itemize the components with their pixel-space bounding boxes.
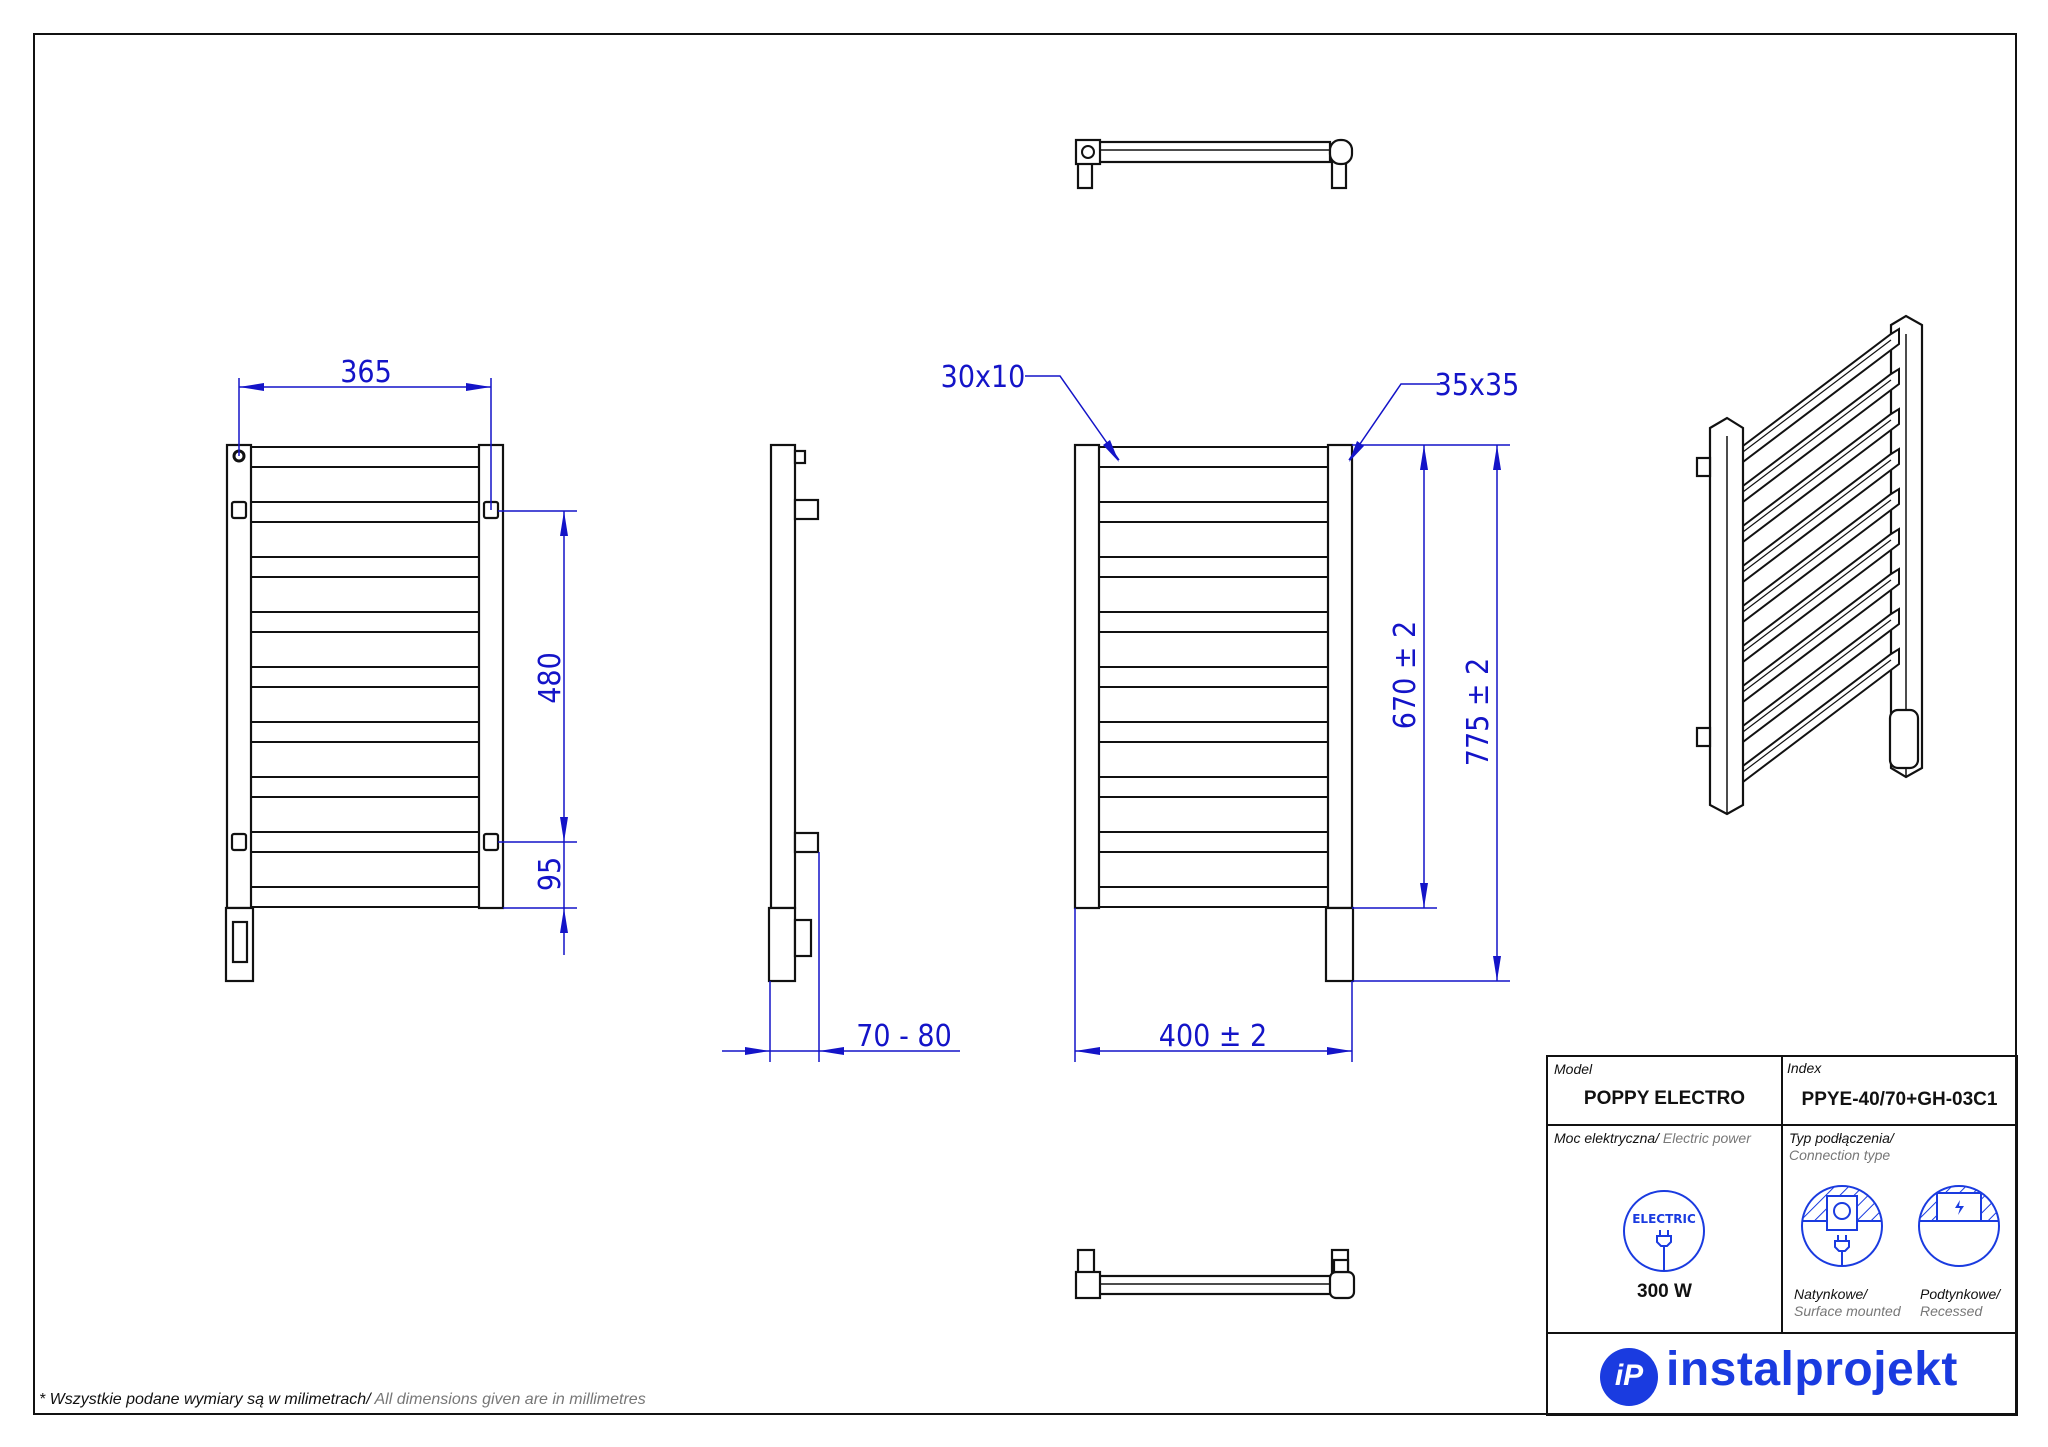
towel-bar-edge: [1734, 499, 1892, 619]
label-30x10: 30x10: [941, 360, 1026, 395]
isometric-view: [1695, 314, 1924, 816]
towel-bar: [1098, 831, 1329, 853]
wall-bracket: [793, 831, 820, 854]
left-collector: [225, 443, 253, 910]
heater-valve-detail: [231, 920, 249, 964]
towel-bar: [250, 666, 480, 688]
dimension-775: 775 ± 2: [1461, 658, 1496, 766]
title-block: Model POPPY ELECTRO Index PPYE-40/70+GH-…: [1546, 1055, 2018, 1416]
dimension-480-95: 480 95: [498, 510, 577, 955]
towel-bar: [250, 721, 480, 743]
svg-text:ELECTRIC: ELECTRIC: [1632, 1212, 1696, 1226]
logo-text: instalprojekt: [1666, 1343, 1958, 1396]
logo-icon: iP: [1600, 1348, 1658, 1406]
model-cell: Model POPPY ELECTRO: [1548, 1057, 1783, 1126]
left-collector: [1073, 443, 1101, 910]
dimension-70-80: 70 - 80: [856, 1019, 952, 1054]
towel-bar: [250, 776, 480, 798]
dimension-670: 670 ± 2: [1388, 621, 1423, 729]
surface-label: Natynkowe/: [1794, 1286, 1868, 1302]
side-collector: [769, 443, 797, 910]
right-collector: [1326, 443, 1354, 910]
connection-label: Typ podłączenia/: [1789, 1130, 1894, 1146]
model-label: Model: [1554, 1061, 1593, 1077]
heater-element: [1888, 708, 1920, 770]
towel-bar-edge: [1734, 339, 1892, 459]
towel-bar: [250, 831, 480, 853]
towel-bar-edge: [1734, 379, 1892, 499]
towel-bar: [250, 886, 480, 908]
bars-left: [250, 446, 480, 908]
towel-bar: [1098, 721, 1329, 743]
bracket-mark: [230, 500, 248, 520]
towel-bar: [1098, 446, 1329, 468]
recessed-label-en: Recessed: [1920, 1303, 1983, 1319]
power-value: 300 W: [1637, 1281, 1692, 1302]
model-value: POPPY ELECTRO: [1583, 1088, 1746, 1109]
svg-text:95: 95: [533, 857, 568, 891]
towel-bar-edge: [1734, 579, 1892, 699]
bars-main: [1098, 446, 1329, 908]
heater-head: [793, 918, 813, 958]
index-label: Index: [1787, 1060, 1822, 1076]
connection-label-en: Connection type: [1789, 1147, 1891, 1163]
svg-text:365: 365: [340, 355, 392, 390]
heater-valve: [767, 906, 797, 983]
wall-bracket: [793, 498, 820, 521]
towel-bar: [1098, 611, 1329, 633]
towel-bar-edge: [1734, 539, 1892, 659]
power-label: Moc elektryczna/: [1554, 1130, 1660, 1146]
towel-bar-edge: [1734, 619, 1892, 739]
index-cell: Index PPYE-40/70+GH-03C1: [1783, 1057, 2016, 1126]
surface-label-en: Surface mounted: [1794, 1303, 1901, 1319]
footnote: * Wszystkie podane wymiary są w milimetr…: [39, 1391, 646, 1409]
top-view: [1074, 138, 1354, 190]
vent-cap: [793, 449, 807, 465]
dimension-400: 400 ± 2: [1159, 1019, 1267, 1054]
footnote-pl: * Wszystkie podane wymiary są w milimetr…: [39, 1391, 371, 1408]
bracket-mark: [482, 832, 500, 852]
front-view-main: 400 ± 2 670 ± 2 775 ± 2 30x10 35x35: [941, 360, 1520, 1062]
towel-bar: [250, 446, 480, 468]
index-value: PPYE-40/70+GH-03C1: [1801, 1089, 1998, 1110]
bottom-view: [1074, 1248, 1356, 1300]
towel-bar-edge: [1734, 419, 1892, 539]
label-35x35: 35x35: [1435, 368, 1520, 403]
electric-plug-icon: ELECTRIC: [1623, 1190, 1705, 1272]
footnote-en: All dimensions given are in millimetres: [370, 1391, 646, 1408]
towel-bar-edge: [1734, 459, 1892, 579]
towel-bar: [1098, 556, 1329, 578]
towel-bar: [250, 611, 480, 633]
towel-bar: [1098, 886, 1329, 908]
logo-cell: iP instalprojekt: [1548, 1334, 2016, 1414]
towel-bar: [250, 501, 480, 523]
recessed-icon: [1918, 1185, 2000, 1267]
towel-bar: [1098, 776, 1329, 798]
towel-bar: [250, 556, 480, 578]
towel-bar: [1098, 501, 1329, 523]
towel-bar: [1098, 666, 1329, 688]
dimension-365: 365: [238, 355, 492, 510]
power-cell: Moc elektryczna/ Electric power ELECTRIC…: [1548, 1126, 1783, 1334]
recessed-label: Podtynkowe/: [1920, 1286, 2001, 1302]
surface-mounted-icon: [1801, 1185, 1883, 1267]
drawing-frame: [33, 33, 2017, 1415]
heater-valve: [1324, 906, 1355, 983]
bracket-mark: [230, 832, 248, 852]
towel-bar-edge: [1734, 659, 1892, 779]
front-view-left: [224, 443, 505, 983]
connection-cell: Typ podłączenia/Connection type Natynkow…: [1783, 1126, 2016, 1334]
power-label-en: Electric power: [1659, 1130, 1751, 1146]
side-view: 70 - 80: [722, 443, 960, 1062]
svg-text:480: 480: [533, 652, 568, 704]
